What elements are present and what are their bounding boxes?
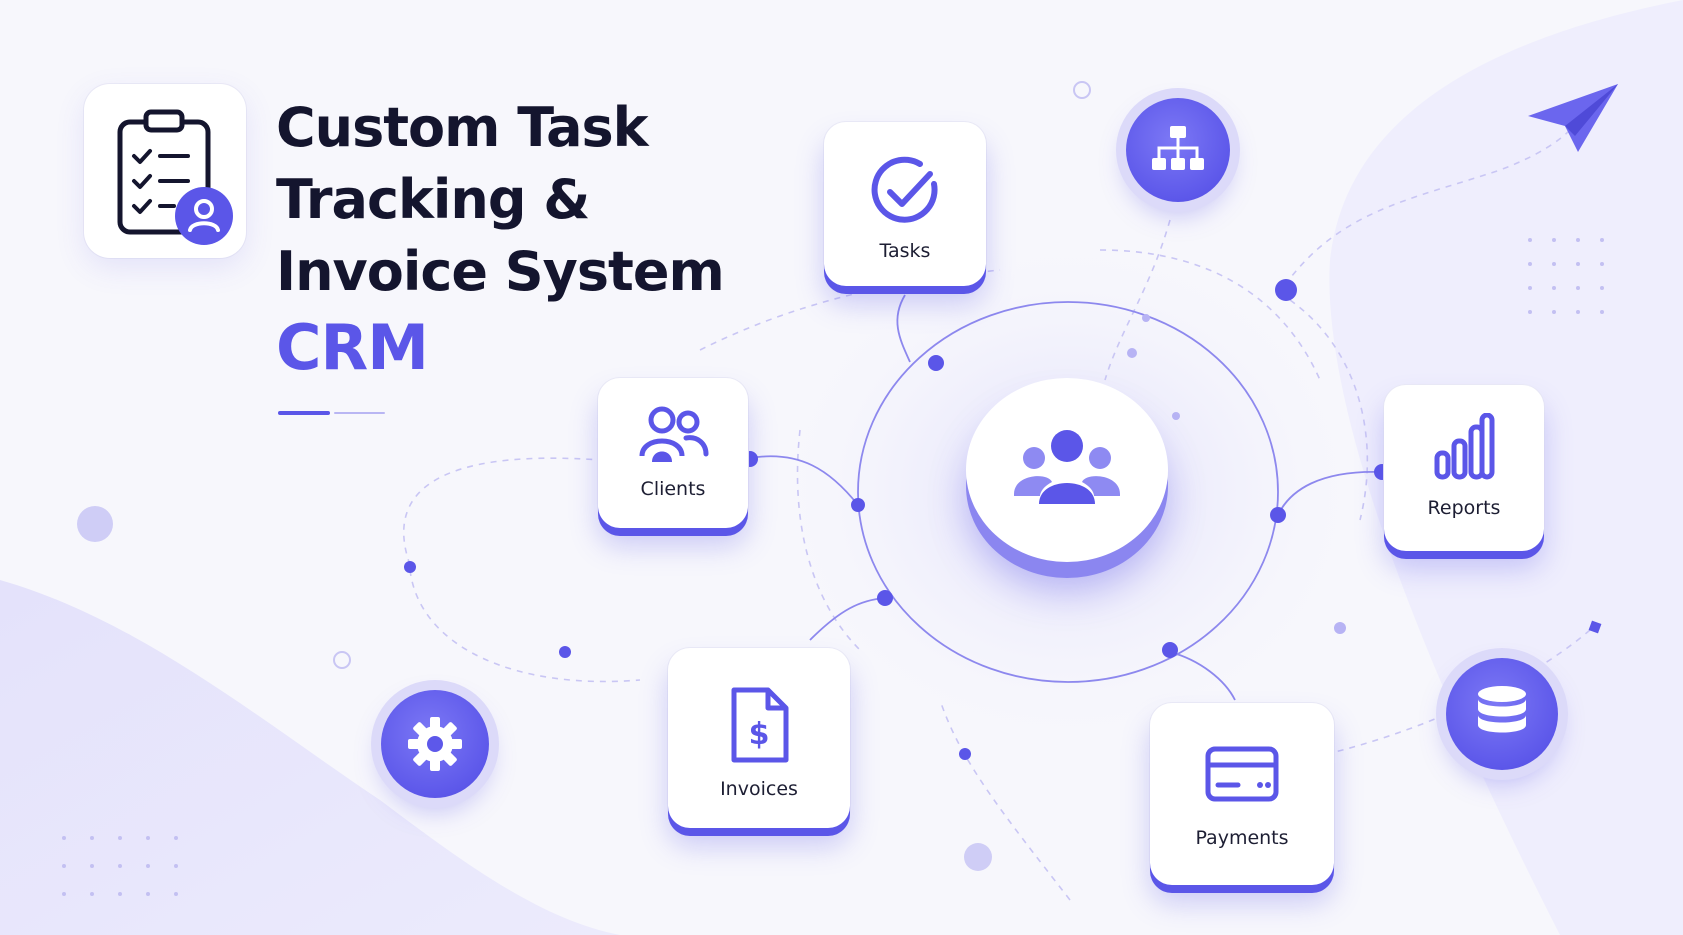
invoices-card[interactable]: $ Invoices bbox=[668, 648, 850, 828]
decor-dot bbox=[1600, 238, 1604, 242]
decor-dot bbox=[1600, 262, 1604, 266]
decor-dot bbox=[118, 892, 122, 896]
check-circle-icon bbox=[871, 156, 938, 223]
center-hub[interactable] bbox=[966, 378, 1168, 562]
svg-text:$: $ bbox=[749, 717, 770, 752]
database-orb[interactable] bbox=[1446, 658, 1558, 770]
invoice-dollar-icon: $ bbox=[731, 687, 789, 763]
clients-label: Clients bbox=[640, 478, 706, 500]
decor-dot bbox=[1576, 310, 1580, 314]
decor-dot bbox=[1528, 238, 1532, 242]
decor-dot bbox=[118, 836, 122, 840]
decor-dot bbox=[174, 892, 178, 896]
bar-chart-icon bbox=[1434, 413, 1495, 480]
decor-dot bbox=[1528, 286, 1532, 290]
reports-card[interactable]: Reports bbox=[1384, 385, 1544, 551]
clipboard-checklist-icon bbox=[117, 109, 211, 235]
tasks-label: Tasks bbox=[879, 240, 931, 262]
decor-dot bbox=[1600, 310, 1604, 314]
title-line-1: Custom Task bbox=[276, 96, 649, 159]
decor-dot bbox=[1552, 310, 1556, 314]
team-group-icon bbox=[1014, 430, 1120, 504]
credit-card-icon bbox=[1205, 746, 1279, 802]
title-line-3: Invoice System bbox=[276, 240, 725, 303]
settings-orb[interactable] bbox=[381, 690, 489, 798]
logo-card bbox=[84, 84, 246, 258]
page-title: Custom Task Tracking & Invoice System CR… bbox=[276, 92, 725, 388]
invoices-label: Invoices bbox=[720, 778, 798, 800]
decor-dot bbox=[1576, 286, 1580, 290]
title-underline bbox=[278, 411, 385, 415]
decor-dot bbox=[1576, 262, 1580, 266]
decor-dot bbox=[1576, 238, 1580, 242]
decor-dot bbox=[90, 892, 94, 896]
hierarchy-icon bbox=[1152, 126, 1204, 170]
decor-dot bbox=[1600, 286, 1604, 290]
decor-dot bbox=[62, 864, 66, 868]
decor-dot bbox=[146, 836, 150, 840]
decor-dot bbox=[1552, 238, 1556, 242]
decor-dot bbox=[146, 892, 150, 896]
title-accent: CRM bbox=[276, 311, 429, 384]
decor-dot bbox=[1552, 286, 1556, 290]
hierarchy-orb[interactable] bbox=[1126, 98, 1230, 202]
decor-dot bbox=[118, 864, 122, 868]
payments-card[interactable]: Payments bbox=[1150, 703, 1334, 885]
decor-dot bbox=[174, 864, 178, 868]
decor-dot bbox=[1528, 262, 1532, 266]
users-icon bbox=[639, 406, 709, 462]
user-avatar-icon bbox=[175, 187, 233, 245]
decor-dot bbox=[90, 864, 94, 868]
decor-dot bbox=[62, 892, 66, 896]
title-line-2: Tracking & bbox=[276, 168, 590, 231]
decor-dot bbox=[146, 864, 150, 868]
decor-dot bbox=[1528, 310, 1532, 314]
payments-label: Payments bbox=[1195, 827, 1289, 849]
reports-label: Reports bbox=[1427, 497, 1501, 519]
gear-icon bbox=[408, 717, 462, 771]
tasks-card[interactable]: Tasks bbox=[824, 122, 986, 286]
database-icon bbox=[1478, 686, 1526, 733]
decor-dot bbox=[174, 836, 178, 840]
clients-card[interactable]: Clients bbox=[598, 378, 748, 528]
decor-dot bbox=[1552, 262, 1556, 266]
decor-dot bbox=[90, 836, 94, 840]
decor-dot bbox=[62, 836, 66, 840]
